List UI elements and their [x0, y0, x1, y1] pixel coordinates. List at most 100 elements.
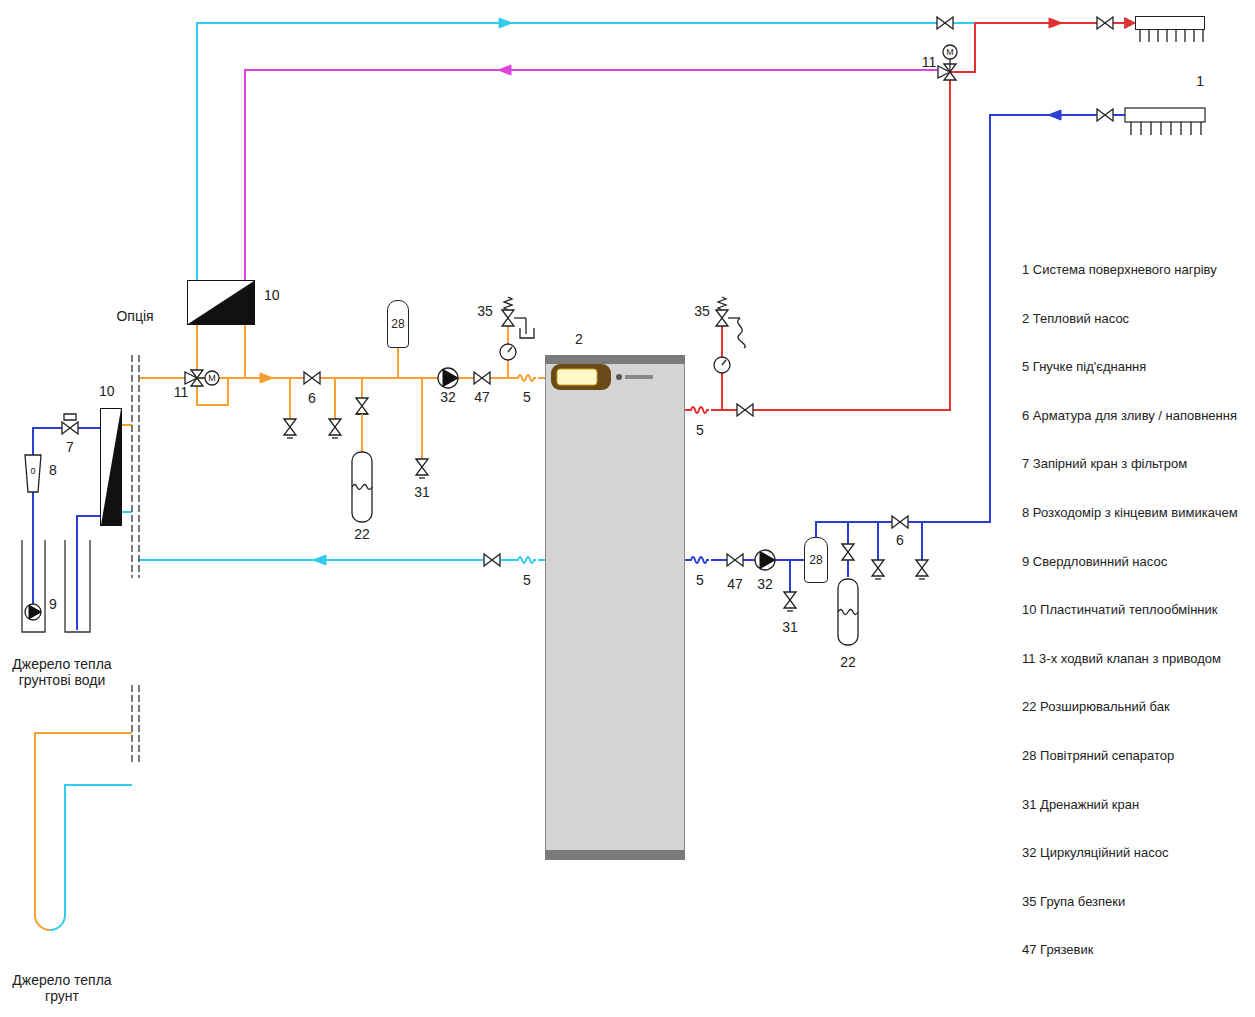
drain-cap	[875, 578, 881, 579]
valve-motor	[943, 45, 957, 59]
heat-pump-body	[546, 356, 685, 860]
logo-bar	[625, 375, 653, 379]
valve-symbol	[892, 516, 908, 528]
flex-gap	[516, 555, 538, 565]
valve-symbol	[1097, 17, 1113, 29]
callout-label: 32	[757, 576, 773, 592]
exchanger-plates	[188, 281, 254, 324]
callout-label: 5	[523, 389, 531, 405]
legend-text: 47 Грязевик	[1022, 942, 1093, 957]
pressure-gauge	[722, 360, 726, 365]
manifold-loop	[1139, 30, 1140, 42]
legend-entry: 5 Гнучке під'єднання	[1022, 359, 1250, 374]
flex-connector	[689, 557, 709, 563]
pump-symbol	[443, 369, 458, 386]
legend-text: 1 Система поверхневого нагріву	[1022, 262, 1217, 277]
legend-text: 9 Свердловинний насос	[1022, 554, 1167, 569]
valve-symbol	[304, 372, 320, 384]
node-label: 10	[264, 287, 280, 303]
ground-loop-flow	[35, 733, 132, 930]
legend-entry: 10 Пластинчатий теплообмінник	[1022, 602, 1250, 617]
flow-arrow	[499, 18, 512, 28]
legend-entry: 32 Циркуляційний насос	[1022, 845, 1250, 860]
callout-label: 11	[174, 384, 189, 400]
pipe-blue-return	[790, 115, 1125, 593]
tank-membrane	[838, 610, 858, 615]
heat-pump-base	[545, 850, 685, 860]
flex-connector	[689, 407, 709, 413]
valve-symbol	[416, 459, 428, 475]
drain-cap	[419, 477, 425, 478]
manifold-loop	[1190, 122, 1191, 135]
pipe-connector	[685, 23, 1135, 410]
legend-entry: 22 Розширювальний бак	[1022, 699, 1250, 714]
expansion-tank	[838, 579, 858, 645]
manifold-loop	[1170, 122, 1171, 135]
flowmeter-symbol	[25, 455, 41, 492]
flex-connector	[516, 557, 536, 563]
callout-label: 31	[782, 619, 798, 635]
air-separator: 28	[804, 537, 828, 583]
pipe-magenta	[245, 70, 938, 280]
callout-label: 31	[414, 484, 430, 500]
display	[557, 369, 597, 385]
valve-symbol	[727, 554, 743, 566]
flow-arrow	[260, 373, 273, 383]
pressure-gauge	[714, 357, 730, 373]
valve-symbol	[937, 17, 953, 29]
tank-membrane	[352, 485, 372, 490]
legend-text: 22 Розширювальний бак	[1022, 699, 1170, 714]
drain-funnel	[520, 318, 534, 338]
safety-outlet	[728, 317, 740, 318]
pump-symbol	[755, 550, 775, 570]
callout-label: 5	[696, 572, 704, 588]
flex-gap	[689, 555, 711, 565]
flow-arrow	[498, 65, 511, 75]
valve-symbol	[484, 554, 500, 566]
flex-gap	[516, 373, 538, 383]
logo-mark	[616, 374, 622, 380]
callout-label: 35	[694, 303, 710, 319]
legend-entry: 7 Запірний кран з фільтром	[1022, 456, 1250, 471]
legend-entry: 31 Дренажний кран	[1022, 797, 1250, 812]
heat-pump-cap	[545, 355, 685, 364]
exchanger-plates	[188, 281, 254, 324]
drain-cap	[332, 437, 338, 438]
return-manifold	[1125, 108, 1205, 122]
node-label: 10	[99, 383, 115, 399]
legend-text: 6 Арматура для зливу / наповнення	[1022, 408, 1237, 423]
option-break-line	[132, 355, 139, 762]
drain-hose	[738, 318, 746, 348]
valve-symbol	[737, 404, 753, 416]
ground-loop-return	[50, 785, 132, 930]
expansion-tank	[352, 452, 372, 522]
safety-spring	[718, 297, 726, 310]
callout-label: 6	[896, 532, 904, 548]
control-panel	[551, 364, 611, 390]
exchanger-plates	[101, 409, 121, 525]
valve-symbol	[356, 398, 368, 414]
valve-symbol	[502, 310, 514, 326]
safety-outlet	[514, 317, 526, 318]
callout-label: Опція	[116, 308, 153, 324]
valve-symbol	[62, 422, 78, 434]
legend-text: 32 Циркуляційний насос	[1022, 845, 1169, 860]
manifold-loop	[1148, 30, 1149, 42]
manifold-loop	[1193, 30, 1194, 42]
manifold-loop	[1184, 30, 1185, 42]
manifold-loop	[1130, 122, 1131, 135]
valve-symbol	[185, 372, 197, 384]
pump-symbol	[760, 551, 775, 568]
callout-label: Джерело тепла грунтові води	[1, 656, 123, 688]
manifold-loop	[1140, 122, 1141, 135]
callout-label: M	[208, 374, 216, 383]
pipe-orange	[140, 325, 508, 460]
valve-motor	[205, 371, 219, 385]
tank-line	[361, 414, 363, 452]
valve-symbol	[872, 560, 884, 576]
valve-symbol	[1097, 109, 1113, 121]
pressure-gauge	[508, 347, 512, 352]
legend-text: 7 Запірний кран з фільтром	[1022, 456, 1187, 471]
pipe-orange-hx	[122, 424, 132, 426]
node-label: 28	[391, 316, 404, 332]
